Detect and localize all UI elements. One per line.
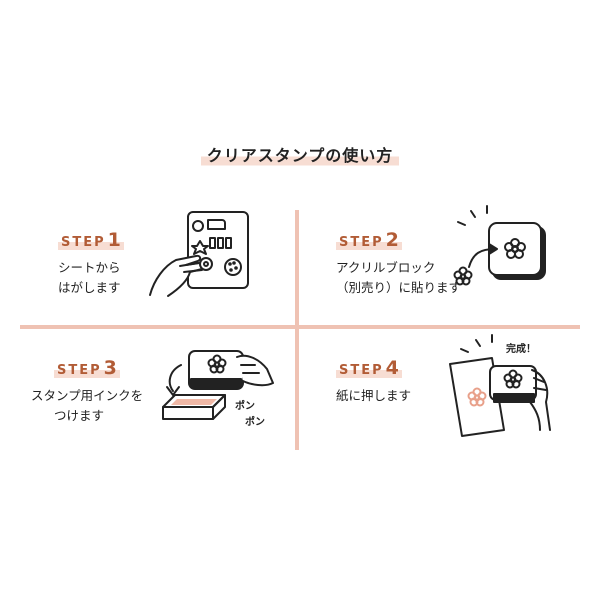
step-1-text: シートから はがします [58, 258, 124, 298]
step-3-line-1: スタンプ用インクを [31, 388, 144, 403]
step-4-illustration: 完成！ [449, 334, 551, 437]
step-2-illustration [453, 205, 546, 286]
step-2-line-1: アクリルブロック [336, 260, 436, 275]
step-4-line-1: 紙に押します [336, 388, 412, 403]
step-3-line-2: つけます [54, 408, 105, 423]
step-1-line-2: はがします [58, 280, 121, 295]
title-wrap: クリアスタンプの使い方 [0, 142, 600, 167]
step-2-text: アクリルブロック （別売り）に貼ります [336, 258, 461, 298]
step-4-text: 紙に押します [336, 386, 411, 406]
page-title: クリアスタンプの使い方 [200, 142, 400, 167]
vertical-divider [295, 210, 299, 450]
step-1-illustration [149, 211, 249, 297]
flower-icon [504, 238, 526, 259]
sound-text-2: ポン [245, 415, 265, 428]
complete-exclaim: 完成！ [506, 342, 536, 355]
step-3-text: スタンプ用インクを つけます [31, 386, 143, 426]
step-1-line-1: シートから [58, 260, 121, 275]
horizontal-divider [20, 325, 580, 329]
step-2-line-2: （別売り）に貼ります [336, 280, 462, 295]
sound-text-1: ポン [235, 399, 255, 412]
step-3-illustration: ポン ポン [162, 350, 274, 428]
